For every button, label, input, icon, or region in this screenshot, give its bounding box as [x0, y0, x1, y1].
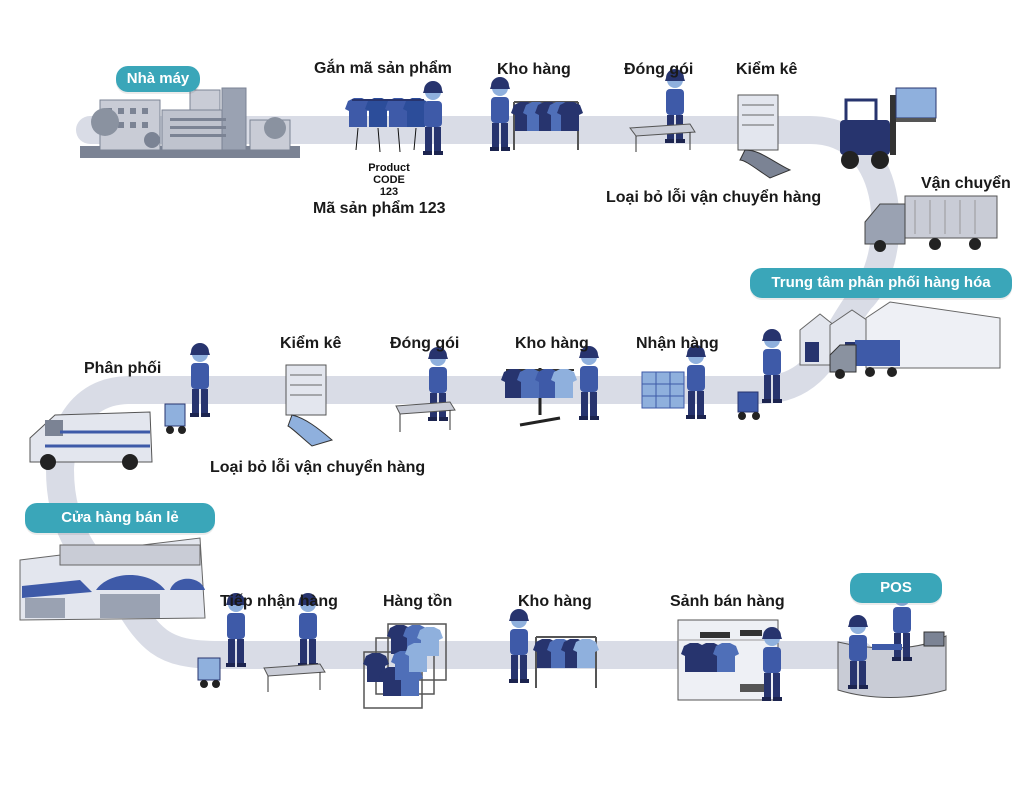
defect-removal-label-1: Loại bỏ lỗi vận chuyển hàng [606, 189, 822, 206]
retail-store-illustration [19, 537, 206, 621]
inventory-chute-illustration-1 [737, 94, 792, 179]
product-code-line1: Product [368, 162, 410, 174]
forklift-illustration [840, 87, 937, 169]
factory-pill: Nhà máy [116, 66, 200, 92]
distribution-center-illustration [799, 301, 1001, 379]
distribute-label: Phân phối [84, 360, 162, 377]
product-code-line2: CODE [373, 174, 405, 186]
distribution-worker-dolly [164, 343, 210, 434]
inventory-label-2: Kiểm kê [280, 335, 342, 352]
warehouse-illustration-2 [501, 346, 599, 427]
sales-floor-label: Sảnh bán hàng [670, 593, 785, 610]
truck-illustration [864, 195, 998, 252]
receive-goods-label: Tiếp nhận hàng [220, 593, 338, 610]
tag-product-label: Gắn mã sản phẩm [314, 60, 452, 77]
pos-counter-illustration [837, 587, 947, 698]
transport-label: Vận chuyển [921, 175, 1011, 192]
stock-label: Hàng tồn [383, 593, 453, 610]
warehouse-label-3: Kho hàng [518, 593, 592, 610]
delivery-van-illustration [29, 411, 153, 470]
distribution-center-pill: Trung tâm phân phối hàng hóa [750, 268, 1012, 298]
pos-pill: POS [850, 573, 942, 603]
receiving-boxes-illustration [641, 345, 706, 419]
packing-label-1: Đóng gói [624, 61, 694, 78]
sales-floor-illustration [677, 619, 782, 701]
product-code-line3: 123 [379, 186, 399, 198]
receiving-label: Nhận hàng [636, 335, 719, 352]
product-code-vn-label: Mã sản phẩm 123 [313, 200, 446, 217]
packing-illustration-1 [629, 69, 696, 152]
tagging-illustration [345, 81, 443, 155]
warehouse-illustration-1 [490, 77, 583, 151]
defect-removal-label-2: Loại bỏ lỗi vận chuyển hàng [210, 459, 426, 476]
receive-goods-illustration [197, 593, 326, 692]
warehouse-label-1: Kho hàng [497, 61, 571, 78]
stock-racks-illustration [363, 623, 447, 709]
packing-illustration-2 [395, 347, 456, 432]
factory-illustration [80, 87, 300, 158]
inventory-label-1: Kiểm kê [736, 61, 798, 78]
warehouse-label-2: Kho hàng [515, 335, 589, 352]
warehouse-illustration-3 [509, 609, 599, 688]
retail-store-pill: Cửa hàng bán lẻ [25, 503, 215, 533]
packing-label-2: Đóng gói [390, 335, 460, 352]
product-code-tag: Product CODE 123 [358, 162, 420, 198]
inventory-chute-illustration-2 [285, 364, 334, 447]
receiving-worker-dolly [737, 329, 782, 420]
